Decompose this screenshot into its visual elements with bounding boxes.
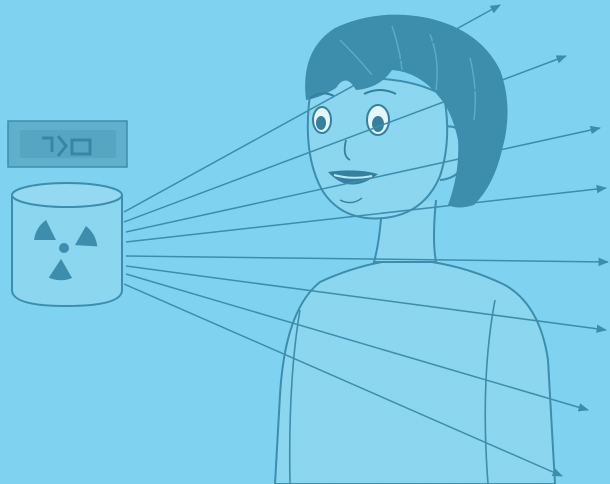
diagram-canvas [0,0,610,484]
print-texture-overlay [0,0,610,484]
radiation-exposure-illustration [0,0,610,484]
